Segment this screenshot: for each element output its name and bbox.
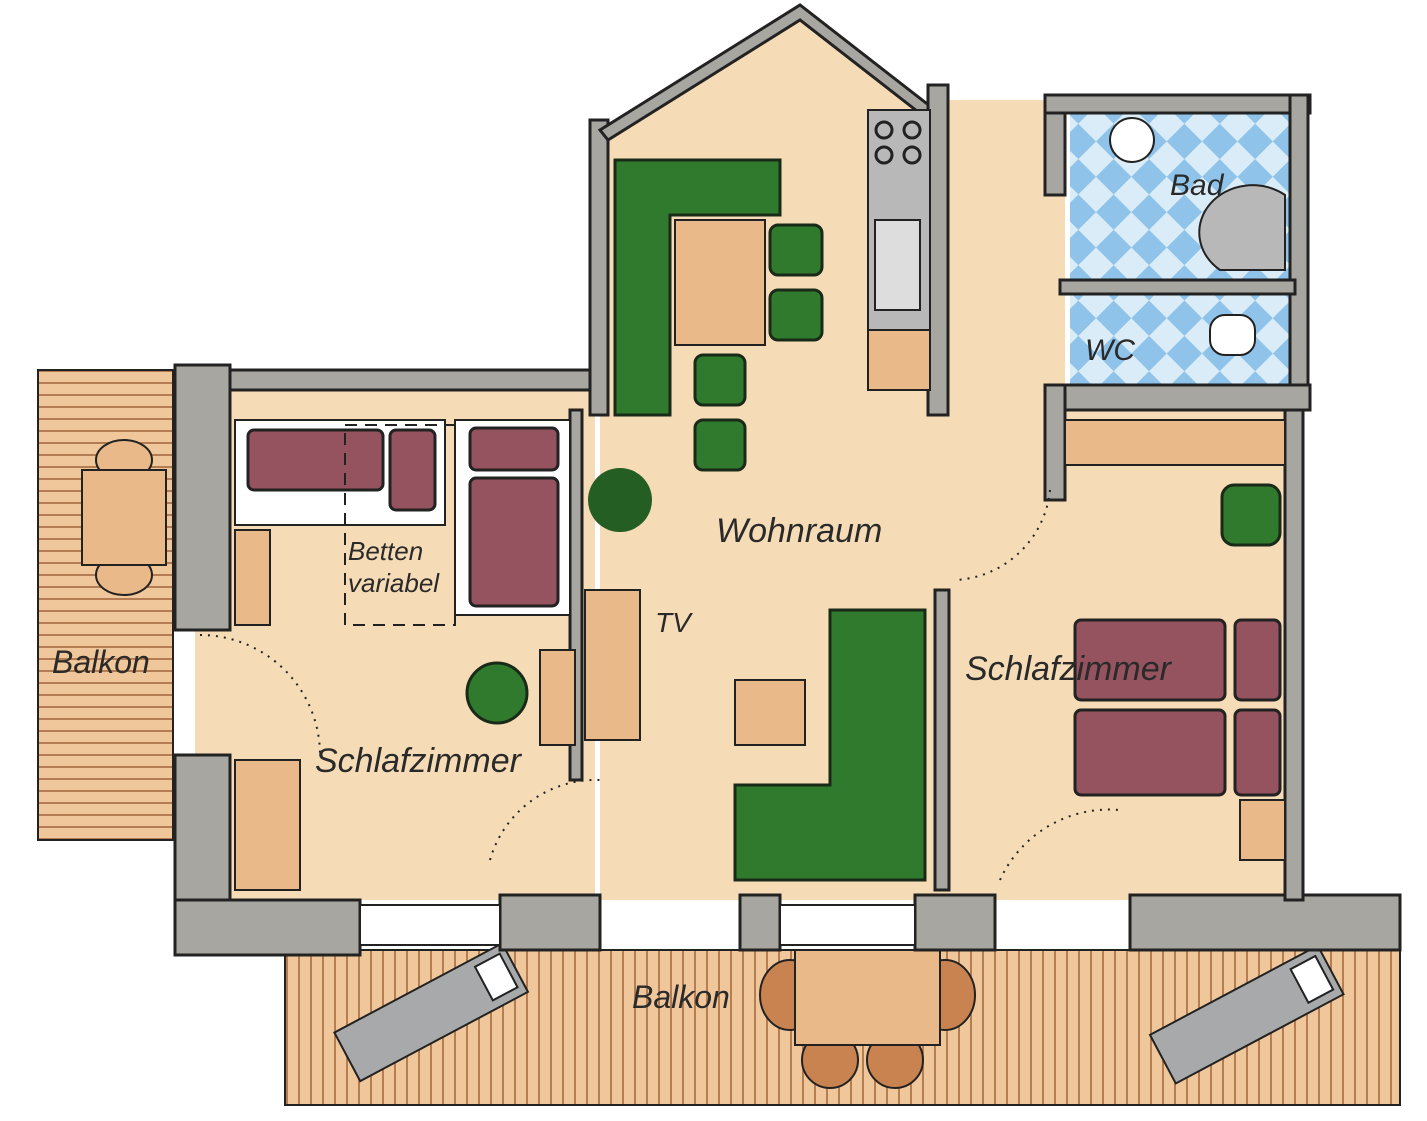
walls (173, 3, 1402, 957)
bath-label: Bad (1170, 169, 1225, 202)
plant-icon (588, 468, 652, 532)
beds-variable-label-1: Betten (348, 536, 423, 566)
sun-lounger-left (333, 941, 530, 1083)
shower-icon (1198, 184, 1286, 271)
wc-label: WC (1085, 334, 1135, 367)
window (779, 904, 916, 946)
washbasin-icon (1109, 117, 1155, 163)
bedroom-right-furniture (954, 419, 1286, 881)
sink-icon (874, 219, 921, 311)
balcony-table (759, 949, 976, 1089)
sun-lounger-right (1148, 944, 1345, 1085)
kitchen (867, 109, 931, 391)
tv-cabinet (584, 589, 641, 741)
living-furniture (584, 589, 927, 882)
bedroom-left-furniture (199, 419, 601, 891)
bath-fixtures (1109, 117, 1286, 356)
toilet-icon (1209, 314, 1256, 356)
bedroom-right-label: Schlafzimmer (965, 650, 1173, 688)
living-room-label: Wohnraum (716, 512, 882, 550)
balcony-left: Balkon (37, 369, 174, 841)
beds-variable-label-2: variabel (348, 568, 440, 598)
balcony-left-label: Balkon (52, 644, 150, 680)
room-labels: Bad WC Wohnraum TV Betten variabel Schla… (315, 169, 1225, 780)
window (359, 904, 501, 946)
tv-label: TV (655, 607, 693, 638)
balcony-bottom: Balkon (284, 941, 1401, 1106)
bedroom-left-label: Schlafzimmer (315, 742, 523, 780)
balcony-bottom-label: Balkon (632, 979, 730, 1015)
dining-area (588, 158, 824, 532)
